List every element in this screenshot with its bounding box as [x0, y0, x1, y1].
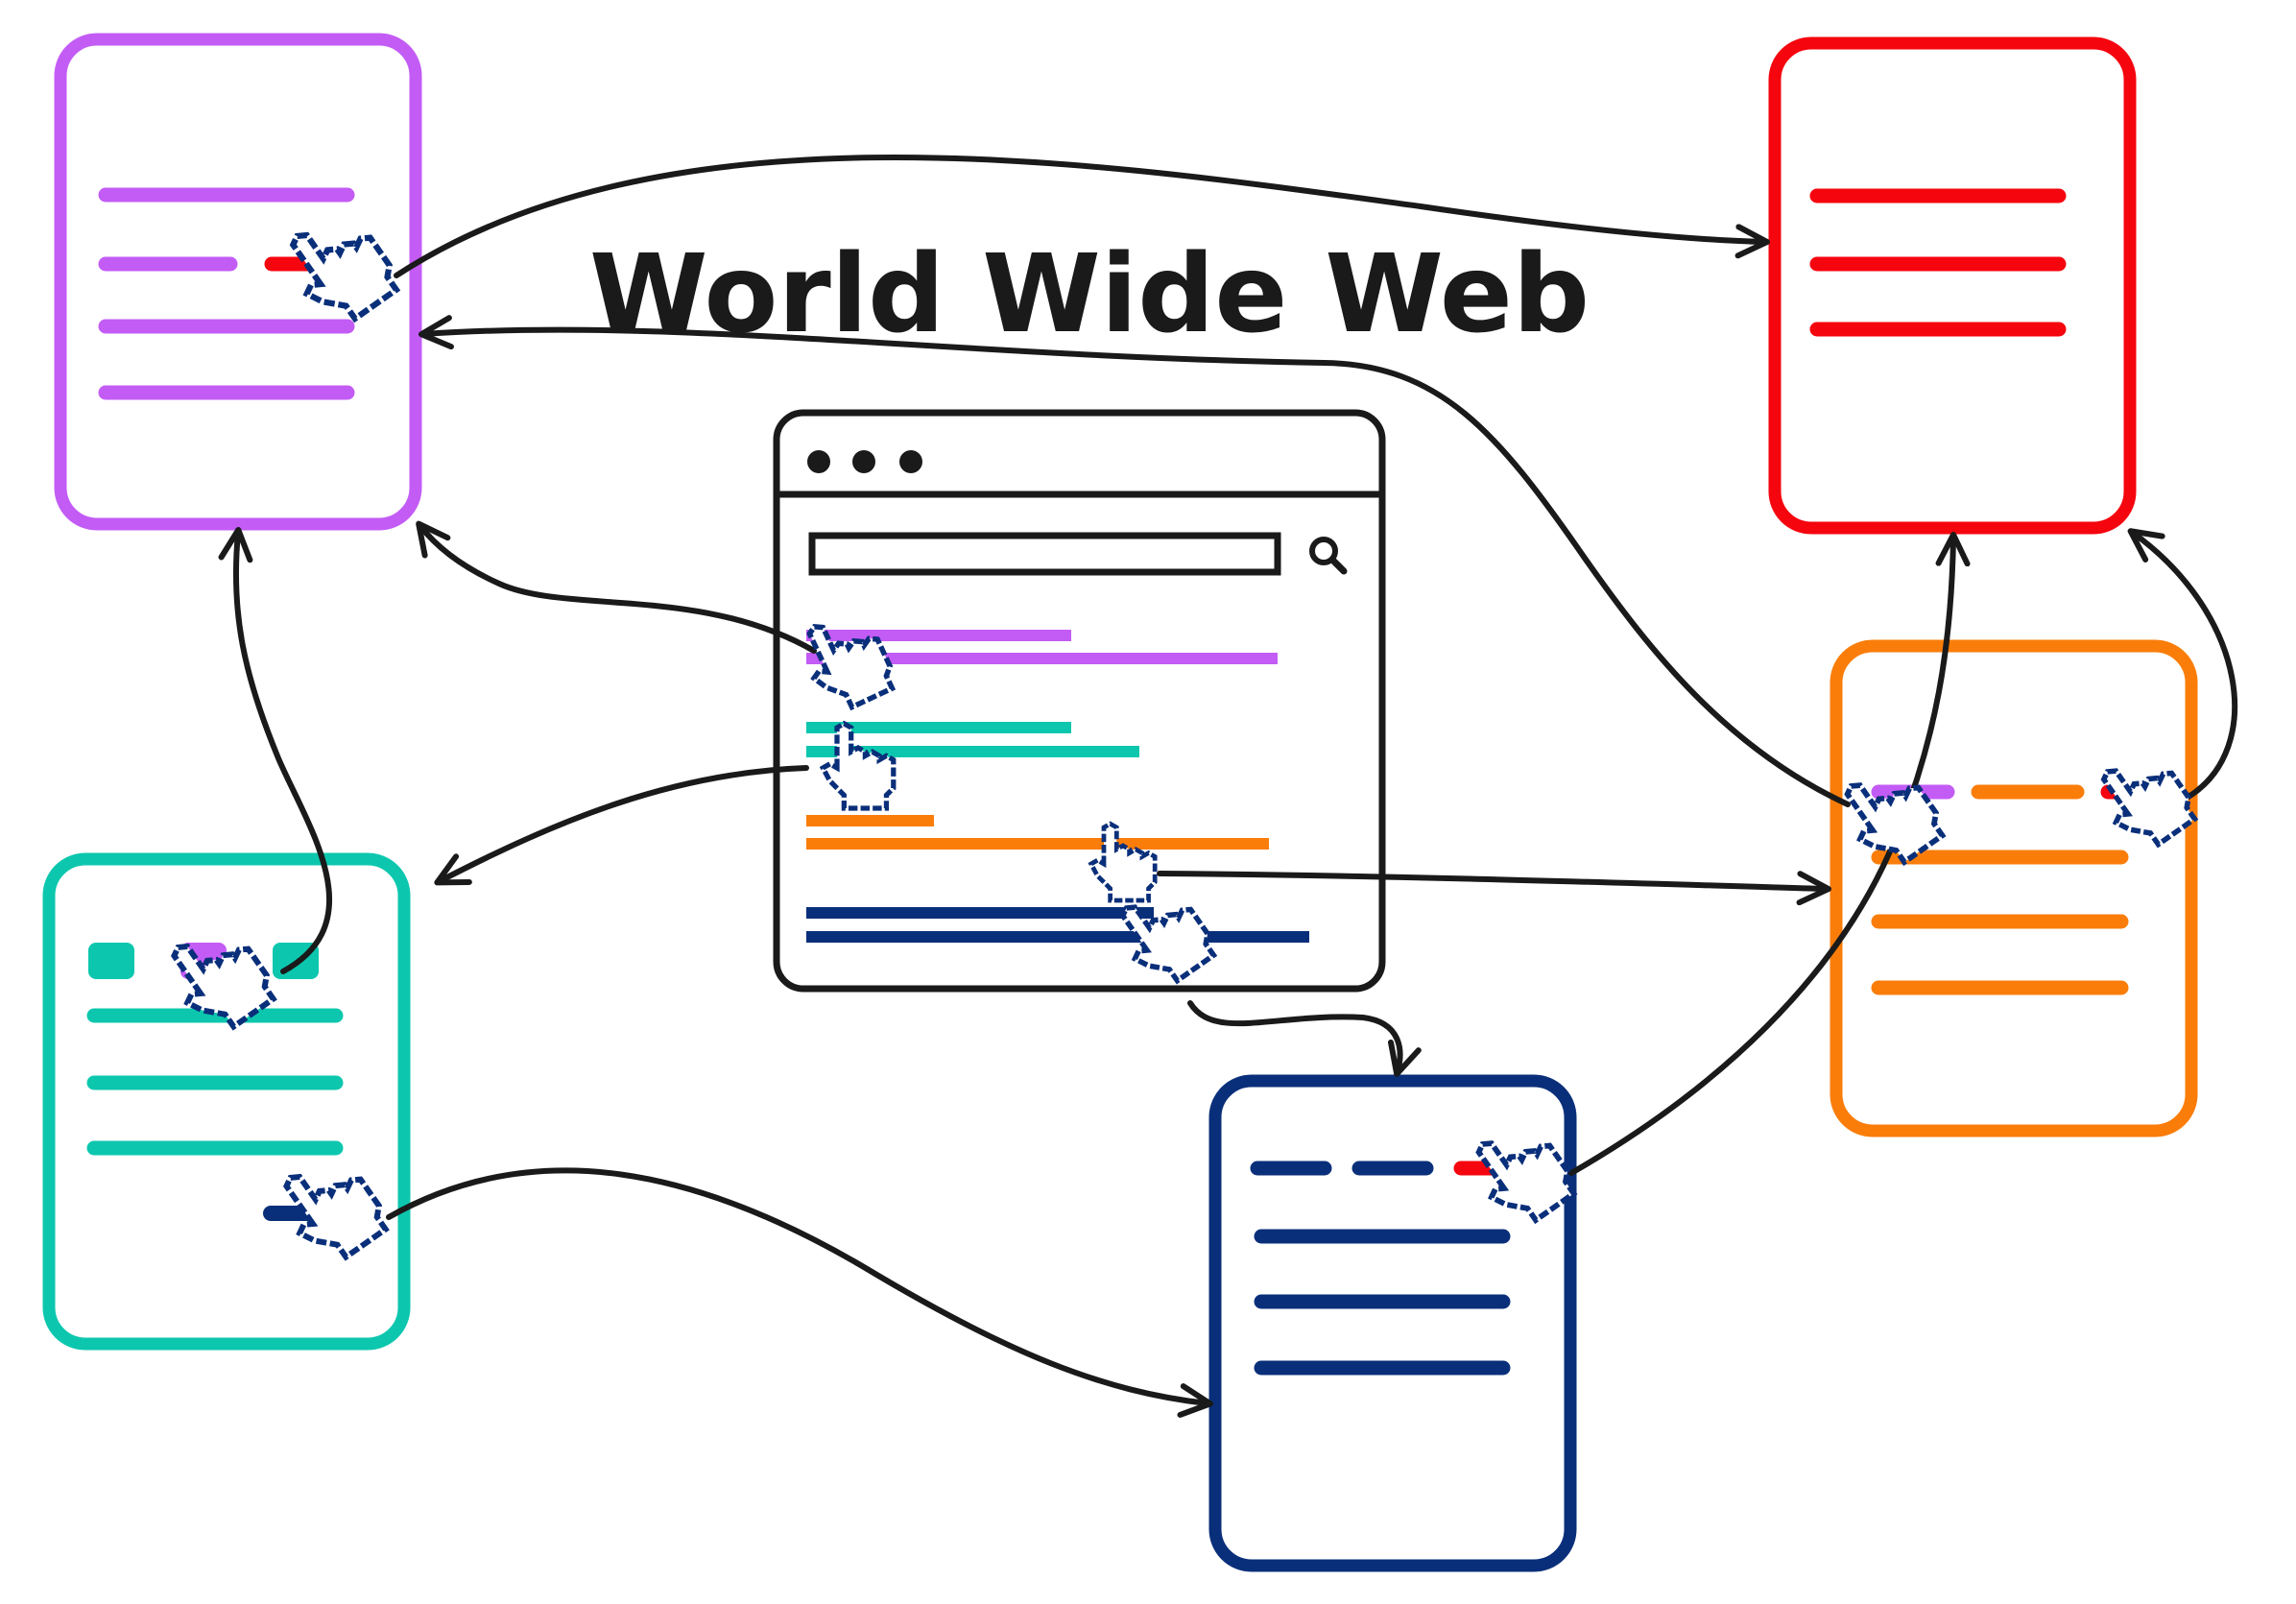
arrow-orange-to-purple [419, 315, 1851, 807]
arrow-teal-to-navy [386, 1167, 1213, 1418]
arrow-browser-to-purple [416, 520, 817, 654]
red-page-frame [1768, 36, 2137, 535]
navy-page[interactable] [1208, 1074, 1577, 1572]
navy-page-frame [1208, 1074, 1577, 1572]
result-navy-title [806, 907, 1154, 919]
arrow-browser-to-orange [1157, 871, 1831, 906]
purple-page[interactable] [54, 33, 422, 531]
arrow-browser-to-teal [434, 765, 809, 886]
orange-page[interactable] [1830, 639, 2198, 1137]
browser-frame [773, 409, 1386, 993]
teal-page-tab [88, 943, 134, 979]
red-page[interactable] [1768, 36, 2137, 535]
search-icon[interactable] [1309, 537, 1348, 575]
arrow-navy-to-red [1568, 532, 1971, 1176]
result-purple-title [806, 630, 1071, 641]
result-orange-line [806, 838, 1269, 850]
teal-page[interactable] [42, 852, 411, 1351]
teal-page-lines [86, 1008, 344, 1156]
teal-page-frame [42, 852, 411, 1351]
orange-page-frame [1830, 639, 2198, 1137]
result-teal-title [806, 722, 1071, 733]
window-dot-2 [852, 450, 875, 473]
arrow-purple-to-red [394, 155, 1770, 278]
diagram-title: World Wide Web [589, 232, 1590, 357]
arrow-browser-to-navy [1187, 1000, 1422, 1077]
result-purple-line [806, 653, 1278, 664]
red-page-lines [1809, 188, 2067, 337]
window-dot-1 [807, 450, 830, 473]
search-browser-window[interactable] [773, 409, 1386, 993]
window-dot-3 [899, 450, 922, 473]
result-navy-line [806, 931, 1309, 943]
result-teal-line [806, 746, 1139, 757]
arrow-teal-to-purple [218, 527, 333, 974]
search-bar[interactable] [808, 532, 1281, 576]
arrow-orange-to-red [2127, 528, 2238, 800]
hyperlink-arrows [218, 155, 2238, 1418]
purple-page-frame [54, 33, 422, 531]
result-orange-title [806, 815, 934, 826]
